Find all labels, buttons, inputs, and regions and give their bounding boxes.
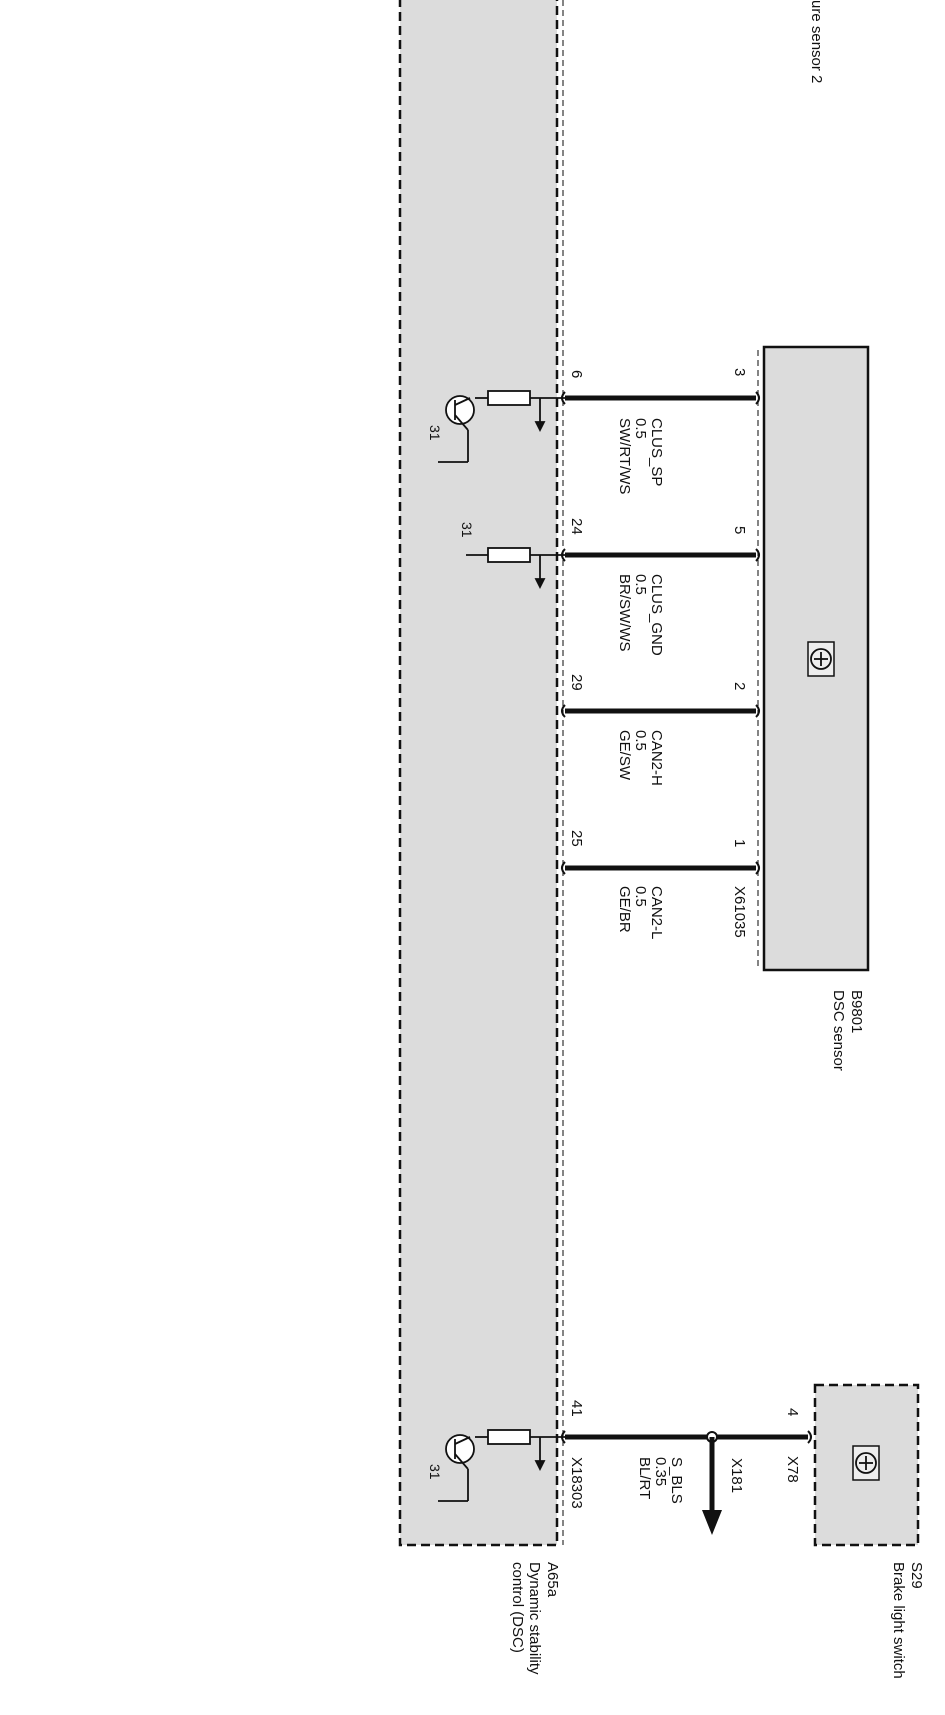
sensor-connector-label: X61035	[731, 886, 748, 938]
sensor-pin-1: 1	[731, 839, 748, 847]
splice-connector-label: X181	[728, 1458, 745, 1493]
dsc-unit-id: A65a	[544, 1562, 561, 1598]
brake-switch-name: Brake light switch	[890, 1562, 907, 1679]
gauge-clus-sp: 0.5	[632, 418, 649, 439]
gauge-can2-h: 0.5	[632, 730, 649, 751]
dsc-unit-name-line1: Dynamic stability	[526, 1562, 543, 1675]
dsc-sensor-id: B9801	[848, 990, 865, 1033]
gauge-s-bls: 0.35	[652, 1457, 669, 1486]
brake-switch-id: S29	[908, 1562, 925, 1589]
pin-terminals	[561, 391, 812, 1444]
switch-symbol-icon	[852, 1445, 880, 1481]
color-s-bls: BL/RT	[636, 1457, 653, 1499]
signal-can2-l: CAN2-L	[648, 886, 665, 939]
dsc-pin-24: 24	[568, 518, 585, 535]
internal-circuit-pin6	[438, 390, 565, 463]
partial-component-label: ure sensor 2	[808, 0, 825, 83]
signal-clus-sp: CLUS_SP	[648, 418, 665, 486]
wire-label-can2-h: CAN2-H 0.5 GE/SW	[616, 730, 665, 786]
dsc-connector-label: X18303	[568, 1457, 585, 1509]
dsc-pin-29: 29	[568, 674, 585, 691]
internal-circuit-pin41	[438, 1429, 565, 1502]
color-clus-sp: SW/RT/WS	[616, 418, 633, 494]
gauge-clus-gnd: 0.5	[632, 574, 649, 595]
brake-switch-pin: 4	[784, 1408, 801, 1416]
color-clus-gnd: BR/SW/WS	[616, 574, 633, 652]
signal-clus-gnd: CLUS_GND	[648, 574, 665, 656]
brake-switch-connector-label: X78	[784, 1456, 801, 1483]
color-can2-l: GE/BR	[616, 886, 633, 933]
dsc-pin-41: 41	[568, 1400, 585, 1417]
wire-label-can2-l: CAN2-L 0.5 GE/BR	[616, 886, 665, 939]
dsc-unit-name-line2: control (DSC)	[509, 1562, 526, 1653]
gauge-can2-l: 0.5	[632, 886, 649, 907]
sensor-pin-2: 2	[731, 682, 748, 690]
signal-s-bls: S_BLS	[668, 1457, 685, 1504]
ground-label-1: 31	[427, 425, 443, 441]
signal-can2-h: CAN2-H	[648, 730, 665, 786]
wire-label-s-bls: S_BLS 0.35 BL/RT	[636, 1457, 685, 1504]
dsc-unit-box	[398, 0, 559, 1547]
ground-label-3: 31	[427, 1464, 443, 1480]
sensor-symbol-icon	[807, 641, 835, 677]
internal-circuit-pin24	[466, 547, 565, 590]
wire-label-clus-gnd: CLUS_GND 0.5 BR/SW/WS	[616, 574, 665, 656]
wire-label-clus-sp: CLUS_SP 0.5 SW/RT/WS	[616, 418, 665, 494]
sensor-pin-3: 3	[731, 368, 748, 376]
dsc-pin-6: 6	[568, 370, 585, 378]
dsc-sensor-name: DSC sensor	[830, 990, 847, 1071]
color-can2-h: GE/SW	[616, 730, 633, 781]
sensor-pin-5: 5	[731, 526, 748, 534]
wire-s-bls	[565, 1431, 808, 1535]
dsc-pin-25: 25	[568, 830, 585, 847]
ground-label-2: 31	[459, 522, 475, 538]
